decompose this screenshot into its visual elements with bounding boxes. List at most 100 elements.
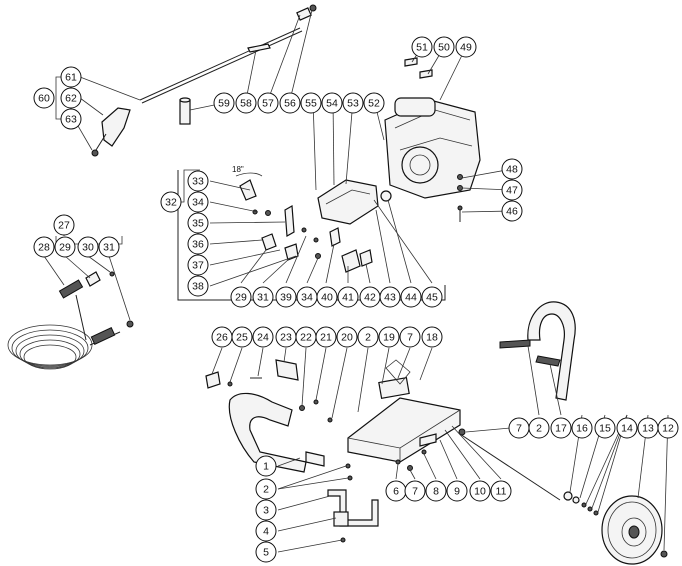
callout-circle bbox=[550, 417, 572, 439]
callout-circle bbox=[421, 326, 443, 348]
callout-30: 30 bbox=[77, 236, 99, 258]
callout-number: 49 bbox=[460, 42, 472, 54]
callout-circle bbox=[315, 326, 337, 348]
callout-circle bbox=[252, 326, 274, 348]
callout-51: 51 bbox=[411, 36, 433, 58]
callout-62: 62 bbox=[60, 87, 82, 109]
callout-2: 2 bbox=[357, 326, 379, 348]
callout-number: 50 bbox=[438, 42, 450, 54]
callout-number: 14 bbox=[621, 423, 633, 435]
callout-circle bbox=[255, 455, 277, 477]
callout-number: 42 bbox=[364, 292, 376, 304]
callout-circle bbox=[187, 212, 209, 234]
callout-25: 25 bbox=[231, 326, 253, 348]
callout-number: 52 bbox=[368, 98, 380, 110]
callout-circle bbox=[501, 179, 523, 201]
callout-number: 6 bbox=[393, 486, 399, 498]
callout-number: 51 bbox=[416, 42, 428, 54]
callout-circle bbox=[60, 66, 82, 88]
callout-circle bbox=[425, 480, 447, 502]
callout-39: 39 bbox=[275, 286, 297, 308]
callout-circle bbox=[379, 286, 401, 308]
callout-circle bbox=[300, 92, 322, 114]
callout-circle bbox=[231, 326, 253, 348]
callout-number: 35 bbox=[192, 218, 204, 230]
callout-number: 4 bbox=[263, 526, 269, 538]
callout-number: 12 bbox=[662, 423, 674, 435]
callout-circle bbox=[252, 286, 274, 308]
callout-number: 2 bbox=[263, 484, 269, 496]
callout-number: 15 bbox=[599, 423, 611, 435]
callout-40: 40 bbox=[316, 286, 338, 308]
callout-circle bbox=[187, 254, 209, 276]
callout-number: 31 bbox=[103, 242, 115, 254]
callout-circle bbox=[594, 417, 616, 439]
callout-54: 54 bbox=[321, 92, 343, 114]
leader-lines bbox=[43, 9, 669, 553]
callout-circle bbox=[411, 36, 433, 58]
callout-16: 16 bbox=[571, 417, 593, 439]
callout-number: 3 bbox=[263, 505, 269, 517]
callout-23: 23 bbox=[275, 326, 297, 348]
callout-circle bbox=[187, 275, 209, 297]
callout-number: 25 bbox=[236, 332, 248, 344]
callout-number: 7 bbox=[412, 486, 418, 498]
callout-58: 58 bbox=[235, 92, 257, 114]
callout-circle bbox=[53, 214, 75, 236]
callout-number: 16 bbox=[576, 423, 588, 435]
callout-number: 2 bbox=[536, 423, 542, 435]
callout-circle bbox=[400, 286, 422, 308]
callout-number: 34 bbox=[192, 197, 204, 209]
callout-29: 29 bbox=[54, 236, 76, 258]
callout-57: 57 bbox=[257, 92, 279, 114]
callout-37: 37 bbox=[187, 254, 209, 276]
callout-circle bbox=[404, 480, 426, 502]
callout-circle bbox=[378, 326, 400, 348]
callout-number: 41 bbox=[342, 292, 354, 304]
callout-6: 6 bbox=[385, 480, 407, 502]
callout-circle bbox=[257, 92, 279, 114]
callout-number: 22 bbox=[300, 332, 312, 344]
callout-number: 54 bbox=[326, 98, 338, 110]
callout-number: 20 bbox=[341, 332, 353, 344]
high-pressure-hose bbox=[7, 271, 134, 370]
callout-number: 40 bbox=[321, 292, 333, 304]
callout-circle bbox=[60, 87, 82, 109]
callout-number: 8 bbox=[433, 486, 439, 498]
callout-number: 23 bbox=[280, 332, 292, 344]
callout-number: 60 bbox=[38, 93, 50, 105]
callout-60: 60 bbox=[33, 87, 55, 109]
callout-number: 59 bbox=[218, 98, 230, 110]
callout-44: 44 bbox=[400, 286, 422, 308]
callout-47: 47 bbox=[501, 179, 523, 201]
callout-17: 17 bbox=[550, 417, 572, 439]
callout-26: 26 bbox=[211, 326, 233, 348]
callout-13: 13 bbox=[637, 417, 659, 439]
callout-number: 5 bbox=[263, 547, 269, 559]
callout-27: 27 bbox=[53, 214, 75, 236]
callout-circle bbox=[235, 92, 257, 114]
callout-circle bbox=[60, 108, 82, 130]
callout-number: 26 bbox=[216, 332, 228, 344]
callout-circle bbox=[255, 520, 277, 542]
callout-number: 37 bbox=[192, 260, 204, 272]
callout-14: 14 bbox=[616, 417, 638, 439]
callout-number: 27 bbox=[58, 220, 70, 232]
callout-11: 11 bbox=[490, 480, 512, 502]
callout-circle bbox=[160, 191, 182, 213]
callout-number: 19 bbox=[383, 332, 395, 344]
callout-28: 28 bbox=[33, 236, 55, 258]
callout-number: 63 bbox=[65, 114, 77, 126]
callout-circle bbox=[490, 480, 512, 502]
callout-circle bbox=[230, 286, 252, 308]
callout-63: 63 bbox=[60, 108, 82, 130]
callout-15: 15 bbox=[594, 417, 616, 439]
callout-circle bbox=[336, 326, 358, 348]
callout-55: 55 bbox=[300, 92, 322, 114]
callout-circle bbox=[571, 417, 593, 439]
callout-number: 18 bbox=[426, 332, 438, 344]
callout-4: 4 bbox=[255, 520, 277, 542]
callout-circle bbox=[213, 92, 235, 114]
callout-circle bbox=[528, 417, 550, 439]
